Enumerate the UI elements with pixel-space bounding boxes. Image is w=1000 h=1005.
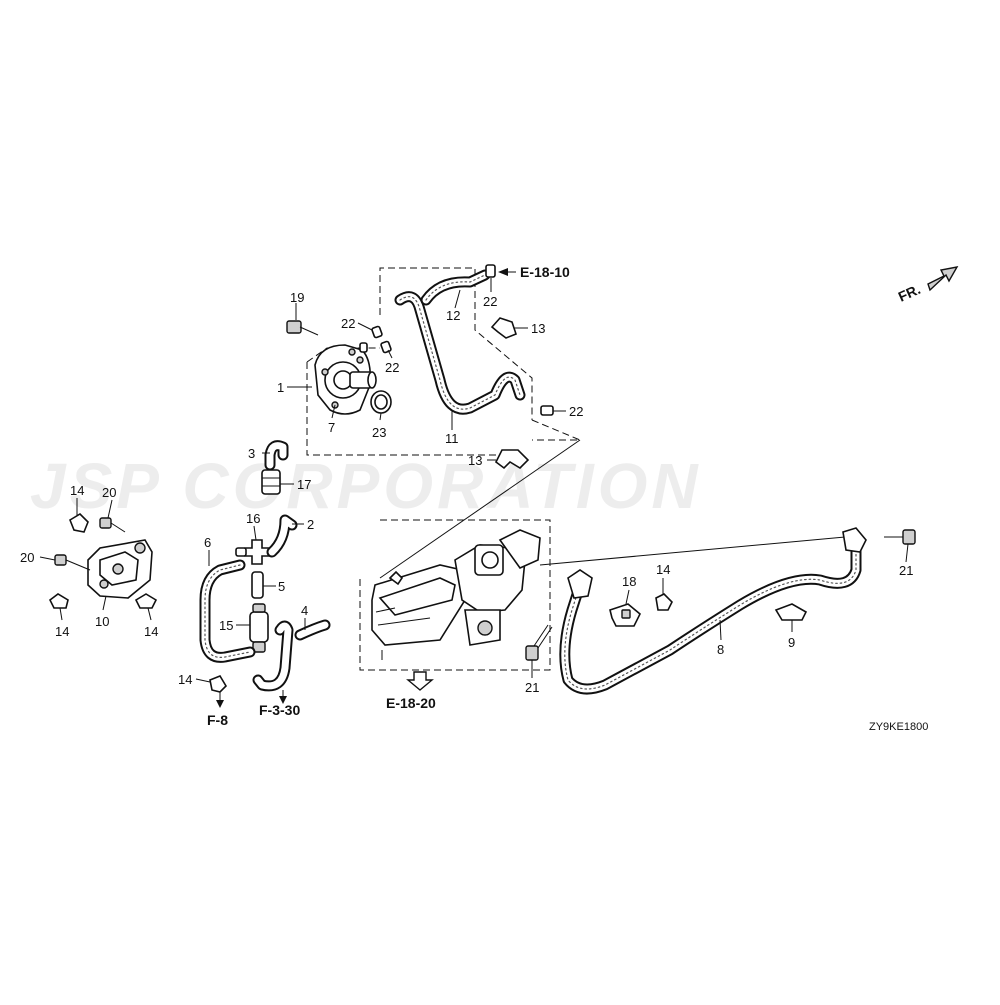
clamp-9 <box>774 603 808 621</box>
callout-14d: 14 <box>656 562 670 577</box>
callout-14a: 14 <box>70 483 84 498</box>
callout-2: 2 <box>307 517 314 532</box>
arrow-down-icon <box>279 696 287 704</box>
callout-3: 3 <box>248 446 255 461</box>
clip-14c <box>134 593 158 609</box>
assembly-box-left <box>306 362 498 456</box>
callout-13b: 13 <box>468 453 482 468</box>
callout-18: 18 <box>622 574 636 589</box>
clip-14a <box>69 512 89 533</box>
clip-14b <box>48 593 69 609</box>
callout-20b: 20 <box>20 550 34 565</box>
callout-19: 19 <box>290 290 304 305</box>
assembly-link-line-right <box>539 536 846 566</box>
callout-10: 10 <box>95 614 109 629</box>
pump-assembly <box>314 344 377 415</box>
callout-14b: 14 <box>55 624 69 639</box>
callout-22b: 22 <box>385 360 399 375</box>
reference-f-8[interactable]: F-8 <box>207 712 228 728</box>
clip-22c <box>485 264 496 278</box>
callout-20a: 20 <box>102 485 116 500</box>
hose-8-end-right <box>842 527 867 553</box>
callout-14e: 14 <box>178 672 192 687</box>
bolt-20b <box>54 554 67 566</box>
callout-1: 1 <box>277 380 284 395</box>
bolt-21a <box>884 529 916 545</box>
callout-22c: 22 <box>483 294 497 309</box>
callout-8: 8 <box>717 642 724 657</box>
bracket-10 <box>87 539 153 599</box>
clip-22a <box>371 325 383 339</box>
callout-4: 4 <box>301 603 308 618</box>
callout-14c: 14 <box>144 624 158 639</box>
clip-22b <box>380 340 392 354</box>
watermark: JSP CORPORATION <box>30 450 702 522</box>
assembly-box-upper <box>379 267 533 420</box>
arrow-right-icon <box>927 266 959 292</box>
filter-17 <box>261 469 281 495</box>
clamp-13a <box>490 317 517 339</box>
diagram-code: ZY9KE1800 <box>869 721 928 733</box>
tube-5 <box>251 571 264 599</box>
main-unit <box>371 529 541 660</box>
callout-22a: 22 <box>341 316 355 331</box>
bolt-20a <box>99 517 112 529</box>
arrow-down-icon <box>406 671 434 691</box>
hose-8 <box>559 542 862 695</box>
bolt-21b <box>525 624 553 661</box>
callout-13a: 13 <box>531 321 545 336</box>
clamp-13b <box>494 449 530 470</box>
callout-21a: 21 <box>899 563 913 578</box>
callout-16: 16 <box>246 511 260 526</box>
arrow-down-icon <box>216 700 224 708</box>
callout-6: 6 <box>204 535 211 550</box>
direction-label: FR. <box>896 281 923 305</box>
callout-17: 17 <box>297 477 311 492</box>
callout-9: 9 <box>788 635 795 650</box>
callout-21b: 21 <box>525 680 539 695</box>
assembly-box-right <box>531 419 581 441</box>
bolt-19 <box>286 320 319 336</box>
hose-8-end-left <box>567 569 593 599</box>
clip-14d <box>655 593 673 611</box>
assembly-link-line <box>379 439 581 579</box>
reference-f-3-30[interactable]: F-3-30 <box>259 702 300 718</box>
callout-11: 11 <box>445 431 459 446</box>
filter-15 <box>249 603 269 653</box>
front-direction-indicator: FR. <box>896 266 959 305</box>
reference-e-18-10[interactable]: E-18-10 <box>520 264 570 280</box>
callout-15: 15 <box>219 618 233 633</box>
clip-22d <box>540 405 554 416</box>
callout-5: 5 <box>278 579 285 594</box>
assembly-box-lower <box>359 519 551 671</box>
callout-12: 12 <box>446 308 460 323</box>
clip-14e <box>209 675 228 693</box>
arrow-left-icon <box>498 268 508 276</box>
callout-23: 23 <box>372 425 386 440</box>
reference-e-18-20[interactable]: E-18-20 <box>386 695 436 711</box>
callout-7: 7 <box>328 420 335 435</box>
callout-22d: 22 <box>569 404 583 419</box>
